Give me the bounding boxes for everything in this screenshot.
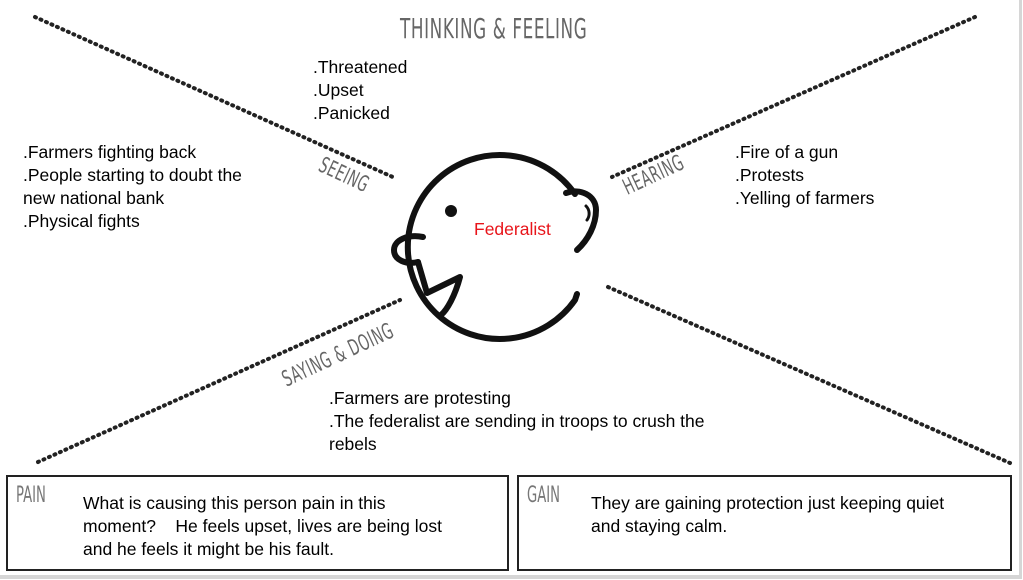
- list-item: .The federalist are sending in troops to…: [329, 411, 705, 431]
- thinking-feeling-label: THINKING & FEELING: [400, 12, 588, 45]
- divider-top-left: [33, 15, 397, 180]
- persona-name: Federalist: [474, 219, 551, 239]
- thinking-feeling-list: .Threatened .Upset .Panicked: [313, 56, 407, 125]
- list-item: .Fire of a gun: [735, 142, 839, 162]
- gain-line: They are gaining protection just keeping…: [591, 493, 945, 513]
- list-item: .Panicked: [313, 103, 390, 123]
- divider-top-right: [610, 15, 977, 179]
- gain-label: GAIN: [527, 483, 561, 508]
- gain-line: and staying calm.: [591, 516, 728, 536]
- list-item: .Farmers fighting back: [23, 142, 197, 162]
- pain-box: PAIN What is causing this person pain in…: [6, 475, 509, 571]
- pain-text: What is causing this person pain in this…: [83, 492, 442, 561]
- saying-doing-list: .Farmers are protesting .The federalist …: [329, 387, 705, 456]
- list-item: rebels: [329, 434, 377, 454]
- list-item: .Farmers are protesting: [329, 388, 511, 408]
- list-item: .Protests: [735, 165, 805, 185]
- list-item: .Threatened: [313, 57, 408, 77]
- list-item: .People starting to doubt the: [23, 165, 242, 185]
- divider-bottom-left: [36, 298, 402, 464]
- hearing-list: .Fire of a gun .Protests .Yelling of far…: [735, 141, 874, 210]
- gain-box: GAIN They are gaining protection just ke…: [517, 475, 1012, 571]
- list-item: new national bank: [23, 188, 165, 208]
- pain-line: and he feels it might be his fault.: [83, 539, 334, 559]
- list-item: .Yelling of farmers: [735, 188, 875, 208]
- eye-icon: [445, 205, 457, 217]
- seeing-list: .Farmers fighting back .People starting …: [23, 141, 242, 233]
- pain-line: What is causing this person pain in this: [83, 493, 386, 513]
- head-icon: [391, 152, 599, 342]
- pain-line: moment? He feels upset, lives are being …: [83, 516, 442, 536]
- list-item: .Upset: [313, 80, 364, 100]
- divider-bottom-right: [606, 285, 1012, 465]
- gain-text: They are gaining protection just keeping…: [591, 492, 944, 538]
- list-item: .Physical fights: [23, 211, 140, 231]
- pain-label: PAIN: [16, 483, 46, 508]
